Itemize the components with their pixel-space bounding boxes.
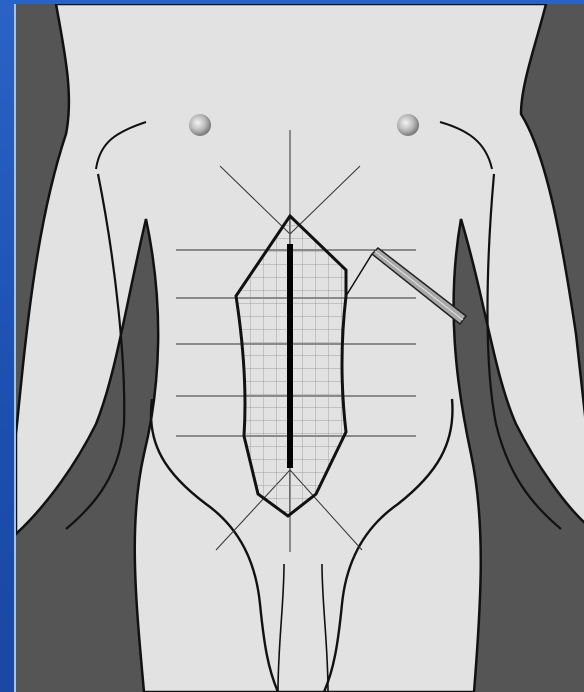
left-nipple-icon: [189, 114, 211, 136]
illustration-frame: [14, 4, 584, 692]
abdominal-surgery-illustration: [16, 4, 584, 692]
right-nipple-icon: [397, 114, 419, 136]
